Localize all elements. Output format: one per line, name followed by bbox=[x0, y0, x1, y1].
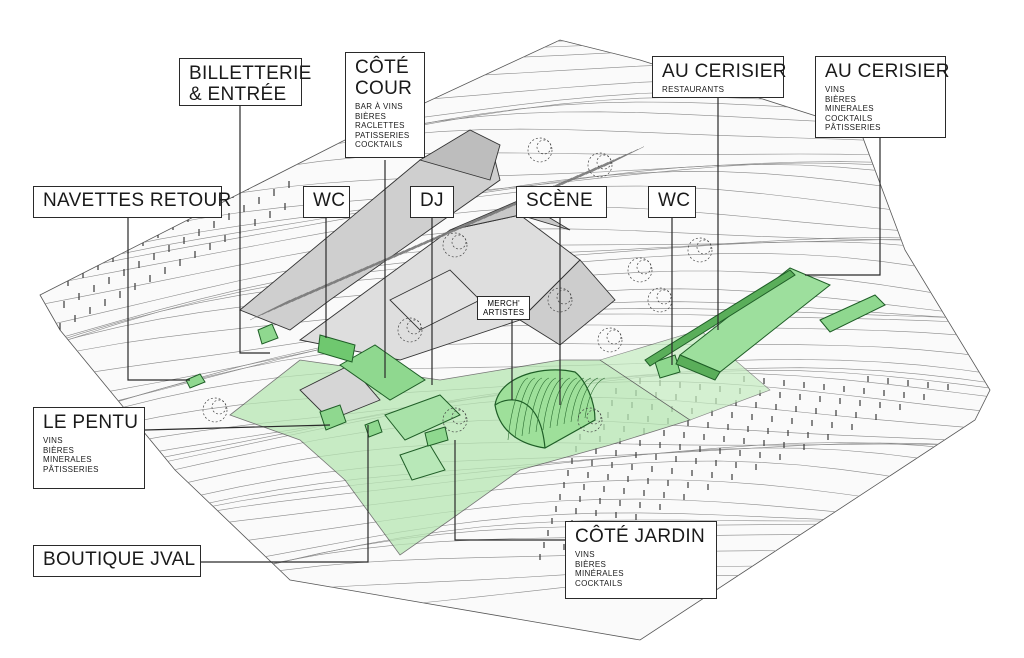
navettes-retour-title: NAVETTES RETOUR bbox=[43, 190, 232, 211]
label-scene[interactable]: SCÈNE bbox=[516, 186, 607, 218]
entree-title: & ENTRÉE bbox=[189, 84, 287, 105]
cote-cour-item: COCKTAILS bbox=[355, 140, 403, 150]
cote-jardin-item: MINÉRALES bbox=[575, 569, 624, 579]
label-navettes-retour[interactable]: NAVETTES RETOUR bbox=[33, 186, 232, 218]
cote-cour-items: BAR À VINS BIÈRES RACLETTES PATISSERIES … bbox=[355, 102, 415, 150]
cote-cour-line2: COUR bbox=[355, 78, 413, 99]
cote-cour-item: RACLETTES bbox=[355, 121, 405, 131]
le-pentu-item: MINERALES bbox=[43, 455, 92, 465]
le-pentu-title: LE PENTU bbox=[43, 412, 139, 433]
label-wc-right[interactable]: WC bbox=[648, 186, 696, 218]
au-cerisier-bar-item: PÂTISSERIES bbox=[825, 123, 881, 133]
label-billetterie-entree[interactable]: BILLETTERIE & ENTRÉE bbox=[179, 58, 312, 106]
dj-title: DJ bbox=[420, 190, 444, 211]
label-au-cerisier-bar[interactable]: AU CERISIER VINS BIÈRES MINERALES COCKTA… bbox=[815, 56, 950, 138]
le-pentu-items: VINS BIÈRES MINERALES PÂTISSERIES bbox=[43, 436, 135, 474]
merch-line2: ARTISTES bbox=[483, 308, 525, 317]
billetterie-title: BILLETTERIE bbox=[189, 63, 312, 84]
au-cerisier-bar-items: VINS BIÈRES MINERALES COCKTAILS PÂTISSER… bbox=[825, 85, 936, 133]
cote-jardin-title: CÔTÉ JARDIN bbox=[575, 526, 705, 547]
au-cerisier-bar-item: BIÈRES bbox=[825, 94, 857, 104]
wc-left-title: WC bbox=[313, 190, 346, 211]
leader-lines bbox=[127, 96, 881, 563]
label-wc-left[interactable]: WC bbox=[303, 186, 350, 218]
le-pentu-item: VINS bbox=[43, 436, 63, 445]
cote-cour-item: BAR À VINS bbox=[355, 102, 403, 111]
cote-jardin-item: COCKTAILS bbox=[575, 578, 623, 588]
wc-right-title: WC bbox=[658, 190, 691, 211]
au-cerisier-bar-item: MINERALES bbox=[825, 104, 874, 114]
label-cote-cour[interactable]: CÔTÉ COUR BAR À VINS BIÈRES RACLETTES PA… bbox=[345, 52, 425, 158]
cote-jardin-item: VINS bbox=[575, 550, 595, 559]
le-pentu-item: BIÈRES bbox=[43, 445, 75, 455]
cote-cour-item: BIÈRES bbox=[355, 111, 387, 121]
trees bbox=[202, 137, 713, 433]
au-cerisier-restaurants-title: AU CERISIER bbox=[662, 61, 787, 82]
cote-cour-line1: CÔTÉ bbox=[355, 57, 409, 78]
boutique-title: BOUTIQUE JVAL bbox=[43, 549, 196, 570]
label-boutique-jval[interactable]: BOUTIQUE JVAL bbox=[33, 545, 201, 577]
le-pentu-item: PÂTISSERIES bbox=[43, 464, 99, 474]
cote-jardin-item: BIÈRES bbox=[575, 559, 607, 569]
stage-dome bbox=[494, 369, 606, 449]
label-merch-artistes[interactable]: MERCH' ARTISTES bbox=[477, 296, 531, 320]
green-structures bbox=[185, 267, 886, 481]
cote-cour-item: PATISSERIES bbox=[355, 130, 410, 140]
au-cerisier-restaurants-item: RESTAURANTS bbox=[662, 85, 725, 94]
au-cerisier-bar-title: AU CERISIER bbox=[825, 61, 950, 82]
scene-title: SCÈNE bbox=[526, 190, 593, 211]
label-le-pentu[interactable]: LE PENTU VINS BIÈRES MINERALES PÂTISSERI… bbox=[33, 407, 145, 489]
merch-line1: MERCH' bbox=[487, 299, 521, 308]
cote-jardin-items: VINS BIÈRES MINÉRALES COCKTAILS bbox=[575, 550, 707, 588]
label-dj[interactable]: DJ bbox=[410, 186, 454, 218]
au-cerisier-restaurants-items: RESTAURANTS bbox=[662, 85, 774, 95]
label-cote-jardin[interactable]: CÔTÉ JARDIN VINS BIÈRES MINÉRALES COCKTA… bbox=[565, 521, 717, 599]
au-cerisier-bar-item: COCKTAILS bbox=[825, 113, 873, 123]
au-cerisier-bar-item: VINS bbox=[825, 85, 845, 94]
label-au-cerisier-restaurants[interactable]: AU CERISIER RESTAURANTS bbox=[652, 56, 787, 98]
garden-strip bbox=[599, 329, 771, 421]
